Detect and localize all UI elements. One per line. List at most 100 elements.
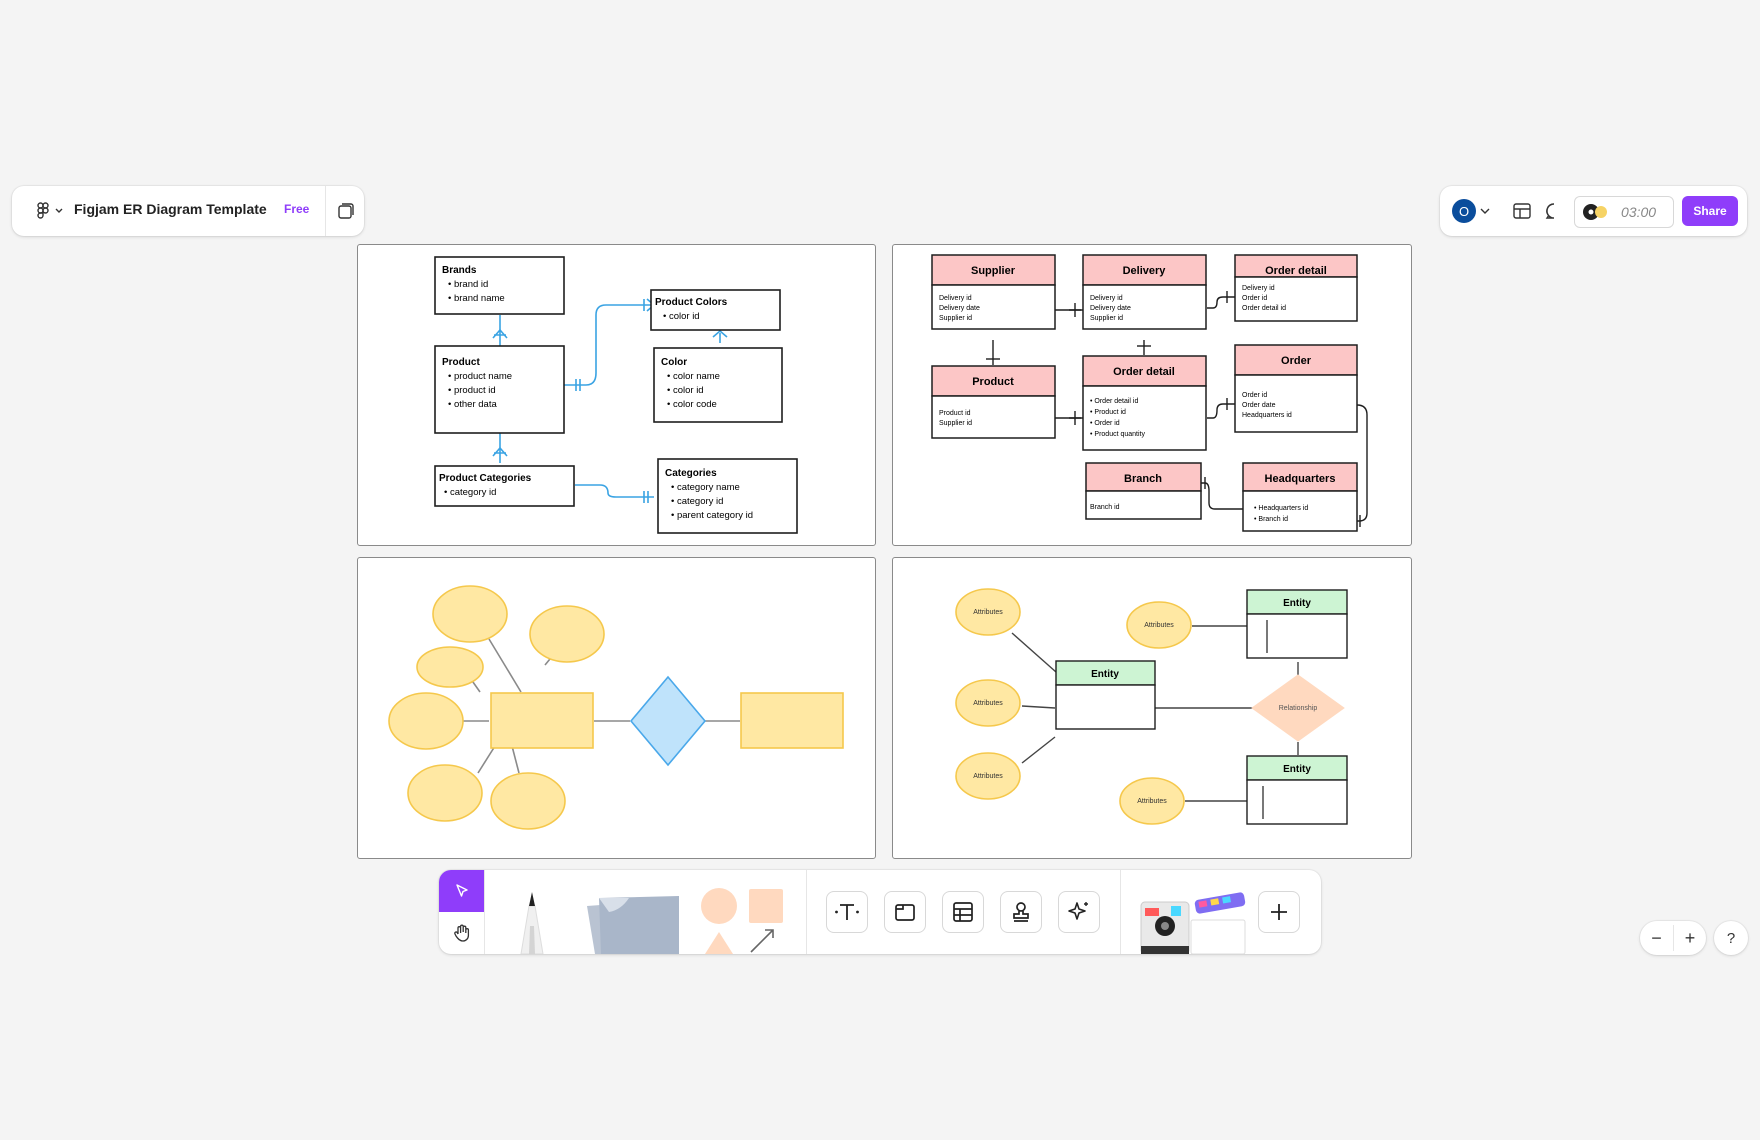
product-colors-table[interactable]: Product Colors • color id — [650, 289, 781, 331]
table-tool-button[interactable] — [941, 890, 985, 934]
text-icon — [835, 904, 859, 920]
entity-top-right[interactable]: Entity — [1246, 589, 1348, 659]
product-entity[interactable]: Product Product id Supplier id — [931, 365, 1056, 439]
order-entity[interactable]: Order Order id Order date Headquarters i… — [1234, 344, 1358, 433]
order-detail-top-entity[interactable]: Order detail Delivery id Order id Order … — [1234, 254, 1358, 322]
hand-tool-button[interactable] — [439, 912, 484, 954]
order-item: Headquarters id — [1242, 412, 1292, 419]
headquarters-entity[interactable]: Headquarters • Headquarters id • Branch … — [1242, 462, 1358, 532]
timer-button[interactable]: 03:00 — [1574, 196, 1674, 228]
zoom-out-label: − — [1651, 927, 1662, 948]
attribute-ellipse[interactable] — [955, 588, 1021, 636]
color-table[interactable]: Color • color name • color id • color co… — [653, 347, 783, 423]
help-button[interactable]: ? — [1714, 921, 1748, 955]
order-detail-item: • Order detail id — [1090, 398, 1138, 405]
stamp-icon — [1013, 902, 1029, 922]
chevron-down-icon[interactable] — [1480, 207, 1490, 215]
widgets-icon[interactable] — [1139, 890, 1251, 954]
figma-logo-icon — [37, 202, 63, 219]
pages-button[interactable] — [334, 200, 358, 222]
entity-rectangle[interactable] — [740, 692, 844, 749]
attributes-label: Attributes — [973, 700, 1003, 707]
relationship-node[interactable]: Relationship — [1251, 674, 1345, 742]
more-tools-button[interactable] — [1257, 890, 1301, 934]
section-tool-button[interactable] — [883, 890, 927, 934]
branch-item: Branch id — [1090, 504, 1120, 511]
order-item: Order id — [1242, 392, 1267, 399]
relationship-label: Relationship — [1279, 705, 1318, 712]
stamp-tool-button[interactable] — [999, 890, 1043, 934]
entity-rectangle[interactable] — [490, 692, 594, 749]
entity-center[interactable]: Entity — [1055, 660, 1156, 730]
frame-supply-er[interactable]: Supplier Delivery id Delivery date Suppl… — [892, 244, 1412, 546]
attribute-ellipse[interactable] — [432, 585, 508, 643]
zoom-controls: − + — [1640, 921, 1706, 955]
product-categories-title: Product Categories — [439, 473, 532, 484]
entity-bottom-right[interactable]: Entity — [1246, 755, 1348, 825]
attribute-ellipse[interactable] — [955, 752, 1021, 800]
order-detail-item: • Order id — [1090, 420, 1120, 427]
product-item: Supplier id — [939, 420, 972, 427]
categories-item: • category id — [671, 496, 723, 507]
brands-table[interactable]: Brands • brand id • brand name — [434, 256, 565, 315]
divider — [325, 186, 326, 236]
zoom-out-button[interactable]: − — [1640, 921, 1673, 955]
branch-entity[interactable]: Branch Branch id — [1085, 462, 1202, 520]
product-item: • product id — [448, 385, 496, 396]
attribute-nodes — [955, 588, 1192, 825]
product-categories-table[interactable]: Product Categories • category id — [434, 465, 575, 507]
share-button[interactable]: Share — [1682, 196, 1738, 226]
order-detail-top-item: Order detail id — [1242, 305, 1286, 312]
ai-tool-button[interactable] — [1057, 890, 1101, 934]
pen-tool-icon[interactable] — [507, 886, 557, 954]
attribute-ellipse[interactable] — [407, 764, 483, 822]
chevron-down-icon — [55, 208, 63, 213]
order-detail-entity[interactable]: Order detail • Order detail id • Product… — [1082, 355, 1207, 451]
main-menu-button[interactable] — [26, 199, 72, 223]
select-tool-button[interactable] — [439, 870, 484, 912]
layout-button[interactable] — [1510, 200, 1534, 222]
headquarters-item: • Branch id — [1254, 516, 1288, 523]
product-item: Product id — [939, 410, 971, 417]
attribute-ellipse[interactable] — [955, 679, 1021, 727]
product-categories-item: • category id — [444, 487, 496, 498]
attribute-ellipse[interactable] — [1126, 601, 1192, 649]
product-er-canvas: Brands • brand id • brand name Product •… — [434, 256, 798, 534]
supplier-entity[interactable]: Supplier Delivery id Delivery date Suppl… — [931, 254, 1056, 330]
comment-button[interactable] — [1542, 200, 1566, 222]
supplier-item: Delivery date — [939, 305, 980, 312]
brands-title: Brands — [442, 265, 477, 276]
avatar-initial: O — [1458, 203, 1470, 219]
avatar[interactable]: O — [1452, 199, 1476, 223]
layout-icon — [1513, 203, 1531, 219]
order-detail-item: • Product quantity — [1090, 431, 1145, 438]
relationship-diamond[interactable] — [629, 675, 707, 767]
frame-product-er[interactable]: Brands • brand id • brand name Product •… — [357, 244, 876, 546]
product-table[interactable]: Product • product name • product id • ot… — [434, 345, 565, 434]
attribute-ellipse[interactable] — [529, 605, 605, 663]
section-icon — [895, 904, 915, 921]
delivery-entity[interactable]: Delivery Delivery id Delivery date Suppl… — [1082, 254, 1207, 330]
shapes-tool-icon[interactable] — [699, 886, 795, 954]
file-header: Figjam ER Diagram Template Free — [12, 186, 364, 236]
attribute-ellipse[interactable] — [490, 772, 566, 830]
frame-chen-shapes[interactable] — [357, 557, 876, 859]
sparkle-icon — [1068, 902, 1088, 920]
file-title[interactable]: Figjam ER Diagram Template — [74, 201, 267, 217]
divider — [1120, 870, 1121, 954]
delivery-item: Delivery id — [1090, 295, 1123, 302]
sticky-note-icon[interactable] — [577, 886, 687, 954]
zoom-in-button[interactable]: + — [1674, 921, 1706, 955]
categories-item: • parent category id — [671, 510, 753, 521]
attribute-ellipse[interactable] — [388, 692, 464, 750]
text-tool-button[interactable] — [825, 890, 869, 934]
categories-table[interactable]: Categories • category name • category id… — [657, 458, 798, 534]
frame-chen-labeled[interactable]: Attributes Attributes Attributes Attribu… — [892, 557, 1412, 859]
attribute-ellipse[interactable] — [1119, 777, 1185, 825]
categories-item: • category name — [671, 482, 740, 493]
product-item: • other data — [448, 399, 497, 410]
bottom-toolbar — [439, 870, 1321, 954]
attribute-labels: Attributes Attributes Attributes Attribu… — [973, 609, 1174, 805]
attribute-ellipse[interactable] — [416, 646, 484, 688]
order-detail-top-title: Order detail — [1265, 265, 1327, 277]
